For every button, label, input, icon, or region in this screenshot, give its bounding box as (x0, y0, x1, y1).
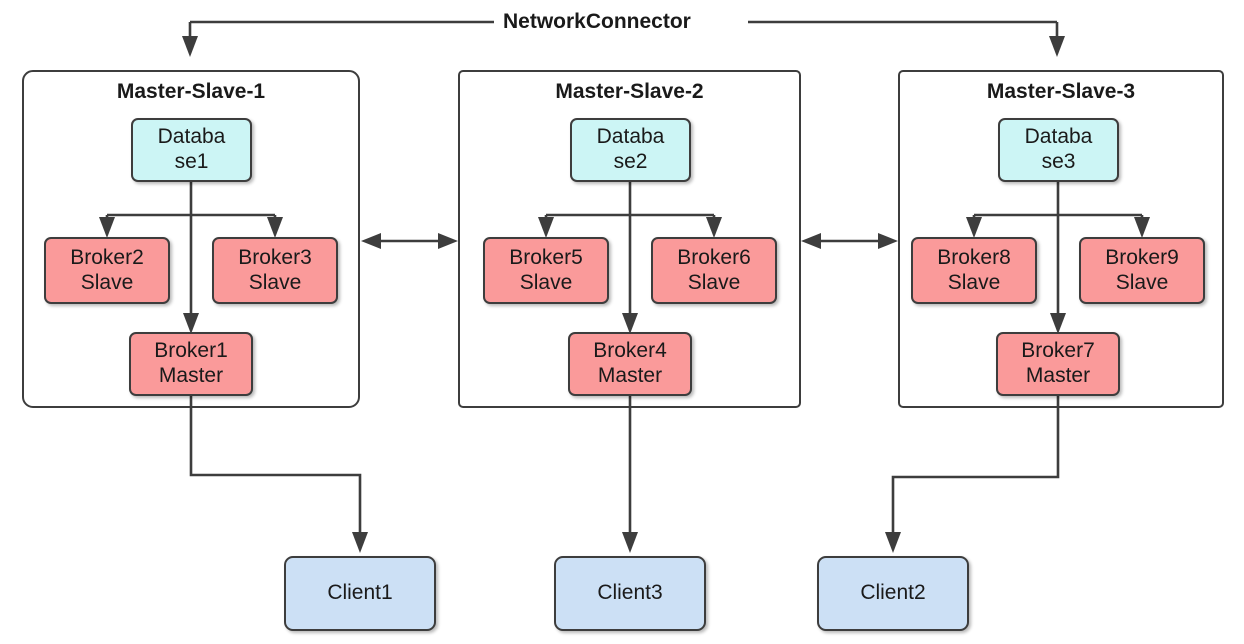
group1-group2-arrowhead-left (361, 233, 381, 249)
client2-node: Client2 (817, 556, 969, 631)
group2-group3-arrowhead-left (801, 233, 821, 249)
group-master-slave-1 (22, 70, 360, 408)
database2-broker5-arrowhead (538, 217, 554, 238)
database2-broker6-arrowhead (706, 217, 722, 238)
group-master-slave-3 (898, 70, 1224, 408)
client1-node: Client1 (284, 556, 436, 631)
network-connector-arrowhead-left (182, 36, 198, 57)
group-title-master-slave-2: Master-Slave-2 (555, 80, 704, 103)
network-connector-label: NetworkConnector (498, 10, 696, 34)
group1-group2-arrowhead-right (438, 233, 458, 249)
database1-broker2-arrowhead (99, 217, 115, 238)
database1-broker1-arrowhead (183, 313, 199, 334)
network-connector-arrowhead-right (1049, 36, 1065, 57)
broker7-client2-arrowhead (885, 532, 901, 553)
broker1-client1-line (189, 396, 362, 535)
broker1-client1-arrowhead (352, 532, 368, 553)
group2-group3-arrowhead-right (878, 233, 898, 249)
database3-broker7-arrowhead (1050, 313, 1066, 334)
group-title-master-slave-3: Master-Slave-3 (986, 80, 1136, 103)
database1-broker3-arrowhead (267, 217, 283, 238)
group-master-slave-2 (458, 70, 801, 408)
group-title-master-slave-1: Master-Slave-1 (116, 80, 266, 103)
broker7-client2-line (891, 396, 1060, 535)
client3-node: Client3 (554, 556, 706, 631)
database2-broker4-arrowhead (622, 313, 638, 334)
database3-broker9-arrowhead (1134, 217, 1150, 238)
broker4-client3-arrowhead (622, 532, 638, 553)
database3-broker8-arrowhead (966, 217, 982, 238)
